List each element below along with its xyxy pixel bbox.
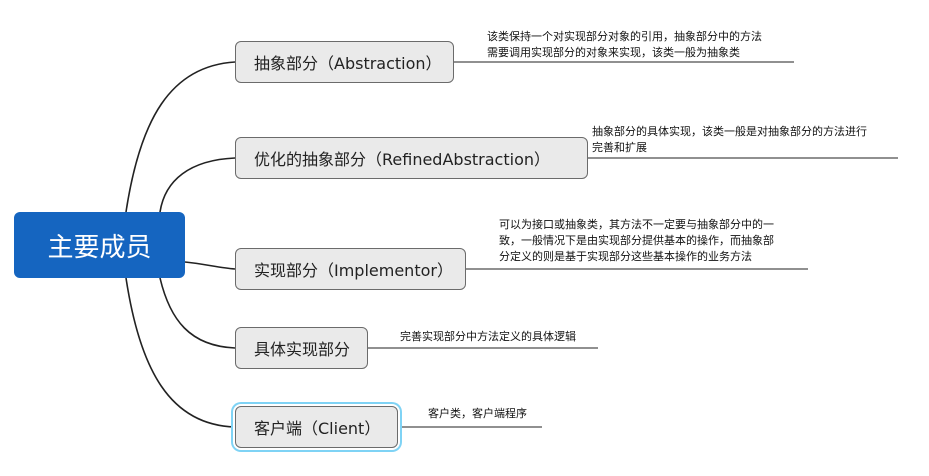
topic-abstraction[interactable]: 抽象部分（Abstraction）: [235, 41, 454, 83]
topic-label: 客户端（Client）: [254, 419, 381, 438]
note-implementor: 可以为接口或抽象类，其方法不一定要与抽象部分中的一 致，一般情况下是由实现部分提…: [499, 217, 774, 265]
root-topic[interactable]: 主要成员: [14, 212, 185, 278]
connector-implementor: [184, 261, 236, 270]
note-line: 致，一般情况下是由实现部分提供基本的操作，而抽象部: [499, 234, 774, 247]
topic-concrete-implementor[interactable]: 具体实现部分: [235, 327, 368, 369]
topic-client[interactable]: 客户端（Client）: [235, 406, 398, 448]
connector-concrete: [159, 277, 236, 349]
note-line: 完善实现部分中方法定义的具体逻辑: [400, 330, 576, 343]
note-line: 分定义的则是基于实现部分这些基本操作的业务方法: [499, 250, 752, 263]
note-concrete-implementor: 完善实现部分中方法定义的具体逻辑: [400, 329, 576, 345]
note-abstraction: 该类保持一个对实现部分对象的引用，抽象部分中的方法 需要调用实现部分的对象来实现…: [487, 29, 762, 61]
connector-abstraction: [125, 61, 236, 213]
note-line: 该类保持一个对实现部分对象的引用，抽象部分中的方法: [487, 30, 762, 43]
root-topic-label: 主要成员: [47, 232, 152, 263]
note-line: 客户类，客户端程序: [428, 407, 527, 420]
topic-implementor[interactable]: 实现部分（Implementor）: [235, 248, 466, 290]
note-client: 客户类，客户端程序: [428, 406, 527, 422]
topic-label: 具体实现部分: [254, 340, 351, 359]
topic-label: 优化的抽象部分（RefinedAbstraction）: [254, 150, 551, 169]
note-refined-abstraction: 抽象部分的具体实现，该类一般是对抽象部分的方法进行 完善和扩展: [592, 124, 867, 156]
topic-label: 抽象部分（Abstraction）: [254, 54, 442, 73]
connector-client: [125, 277, 236, 428]
connector-refined: [159, 157, 236, 213]
note-line: 可以为接口或抽象类，其方法不一定要与抽象部分中的一: [499, 218, 774, 231]
topic-label: 实现部分（Implementor）: [254, 261, 453, 280]
note-line: 需要调用实现部分的对象来实现，该类一般为抽象类: [487, 46, 740, 59]
note-line: 完善和扩展: [592, 141, 647, 154]
note-line: 抽象部分的具体实现，该类一般是对抽象部分的方法进行: [592, 125, 867, 138]
topic-refined-abstraction[interactable]: 优化的抽象部分（RefinedAbstraction）: [235, 137, 588, 179]
